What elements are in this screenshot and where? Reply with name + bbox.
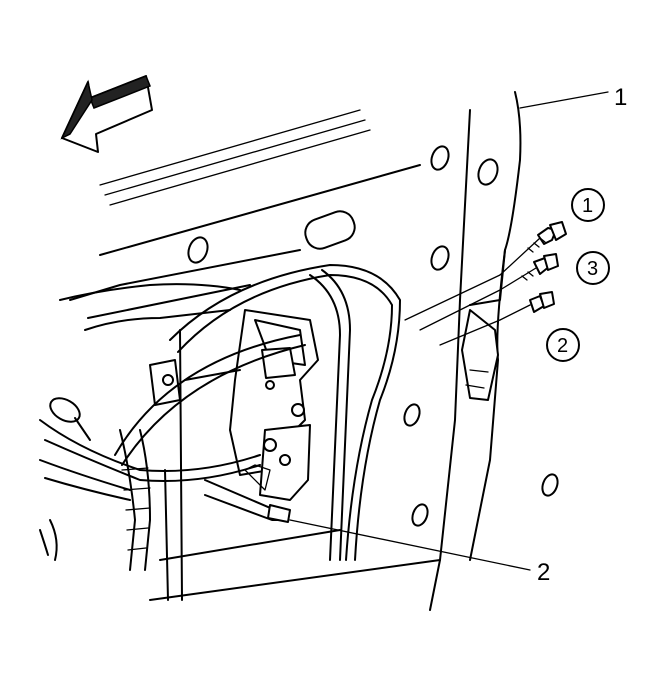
sequence-marker-1-label: 1 (582, 195, 593, 217)
sequence-marker-2-label: 2 (557, 335, 568, 357)
sequence-marker-3-label: 3 (587, 258, 598, 280)
wiring-harness (39, 264, 401, 571)
callout-label-2: 2 (537, 559, 550, 586)
sequence-marker-3: 3 (576, 251, 610, 285)
door-panel-lines (59, 109, 421, 331)
sequence-marker-2: 2 (546, 328, 580, 362)
alignment-lines (404, 274, 501, 346)
callout-label-1: 1 (614, 84, 627, 111)
leader-lines (289, 91, 609, 571)
bolt-icon (499, 221, 567, 321)
direction-arrow-icon (60, 75, 153, 153)
door-latch-assembly (204, 309, 319, 523)
sequence-marker-1: 1 (571, 188, 605, 222)
door-panel (149, 91, 559, 611)
inner-panel (149, 329, 241, 601)
